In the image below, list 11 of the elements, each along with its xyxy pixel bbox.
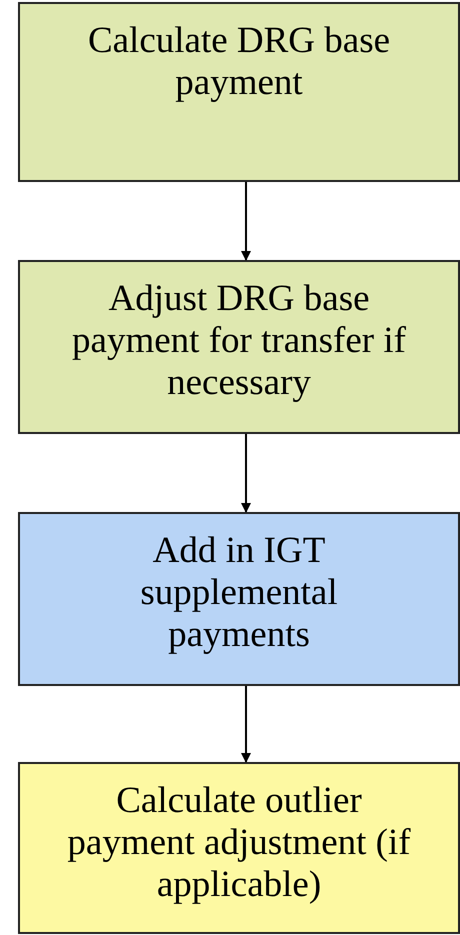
arrow <box>241 686 251 763</box>
arrow <box>241 434 251 513</box>
process-box <box>18 762 460 934</box>
box-text: Calculate DRG base payment <box>86 20 392 104</box>
process-box <box>18 512 460 686</box>
box-text: Calculate outlier payment adjustment (if applicable) <box>66 780 412 906</box>
process-box <box>18 2 460 182</box>
box-text: Adjust DRG base payment for transfer if necessary <box>71 278 407 404</box>
arrow <box>241 182 251 261</box>
box-text: Add in IGT supplemental payments <box>139 530 339 656</box>
process-box <box>18 260 460 434</box>
